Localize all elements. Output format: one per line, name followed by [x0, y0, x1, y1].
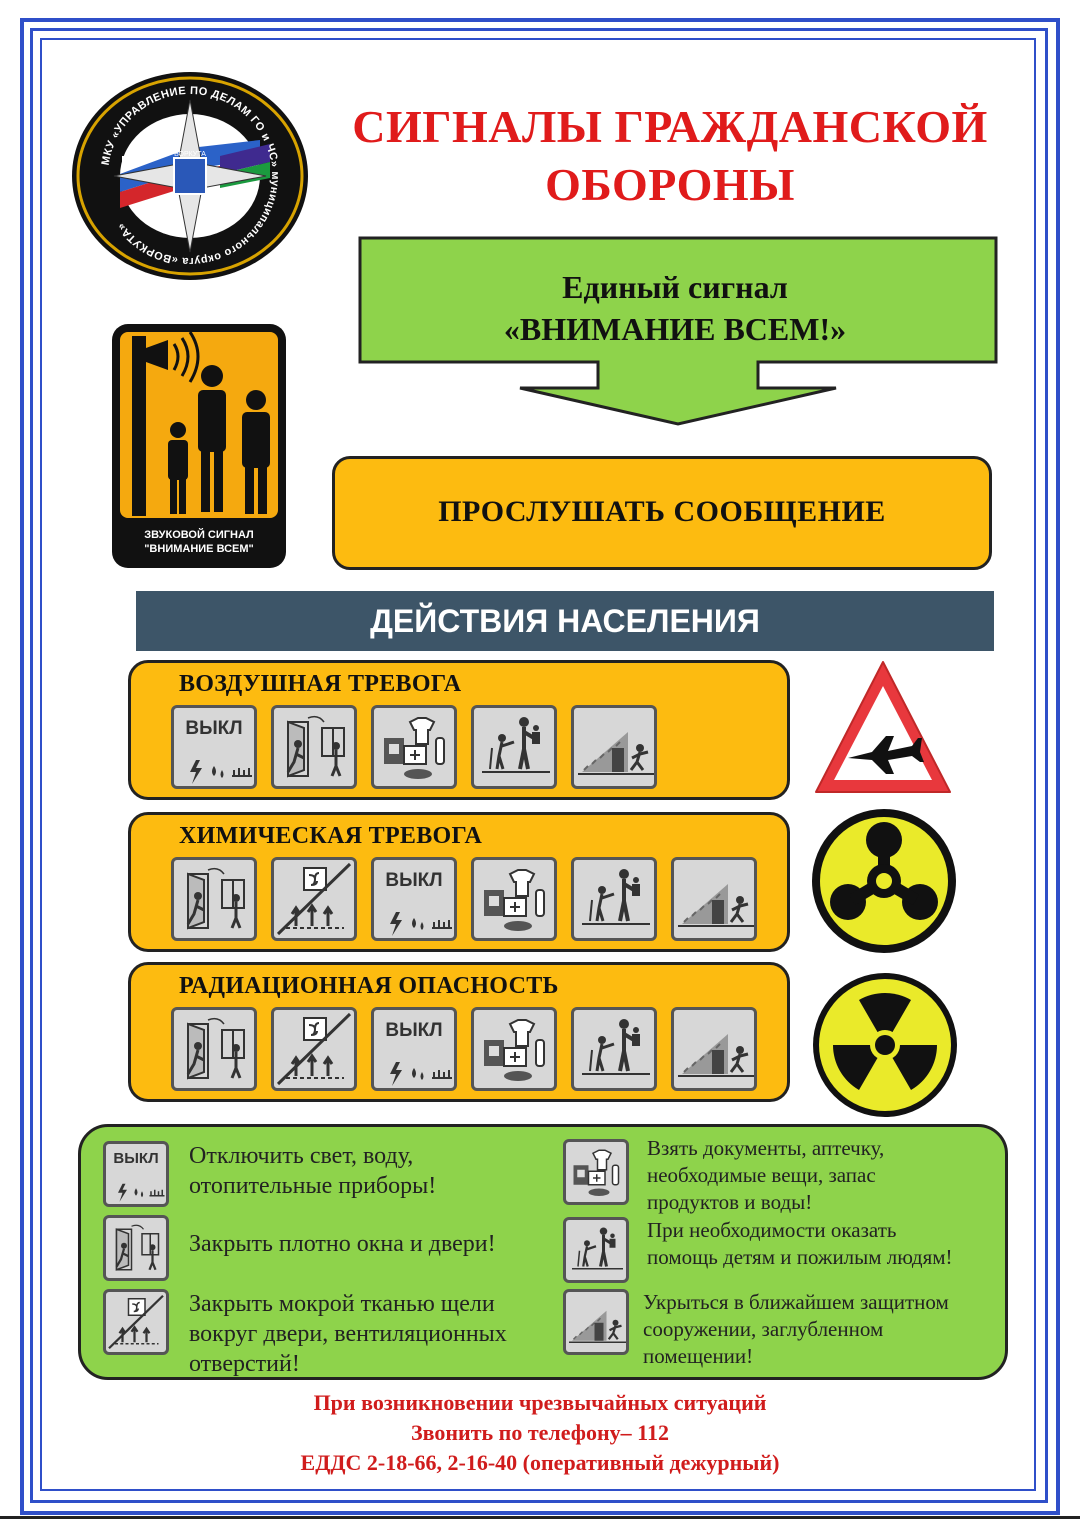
siren-people-icon	[110, 322, 288, 570]
documents-kit-icon	[471, 1007, 557, 1091]
shelter-icon	[563, 1289, 629, 1355]
legend-item-seal-vents: Закрыть мокрой тканью щели вокруг двери,…	[103, 1289, 507, 1379]
footer-line-1: При возникновении чрезвычайных ситуаций	[313, 1390, 767, 1415]
off-label: ВЫКЛ	[113, 1150, 159, 1167]
alarm-icons: ВЫКЛ	[171, 705, 657, 789]
legend-item-documents: Взять документы, аптечку, необходимые ве…	[563, 1135, 884, 1216]
alarm-icons: ВЫКЛ	[171, 857, 757, 941]
airplane-warning-icon	[812, 656, 954, 798]
help-people-icon	[471, 705, 557, 789]
legend-text: Взять документы, аптечку, необходимые ве…	[647, 1135, 884, 1216]
alarm-title: ХИМИЧЕСКАЯ ТРЕВОГА	[179, 823, 483, 849]
bottom-divider	[0, 1516, 1080, 1519]
seal-vents-icon	[271, 1007, 357, 1091]
legend-item-shelter: Укрыться в ближайшем защитном сооружении…	[563, 1289, 949, 1370]
legend-text: Закрыть плотно окна и двери!	[189, 1229, 496, 1259]
close-windows-icon	[171, 857, 257, 941]
signal-arrow	[358, 236, 998, 426]
alarm-title: ВОЗДУШНАЯ ТРЕВОГА	[179, 671, 462, 697]
signal-line-1: Единый сигнал	[562, 269, 788, 305]
off-utilities-icon: ВЫКЛ	[103, 1141, 169, 1207]
emblem-logo: ВОРКУТА МКУ «УПРАВЛЕНИЕ ПО ДЕЛАМ ГО и ЧС…	[70, 70, 310, 282]
logo-inner-text: ВОРКУТА	[174, 151, 206, 158]
help-people-icon	[571, 1007, 657, 1091]
shelter-icon	[571, 705, 657, 789]
page-title: СИГНАЛЫ ГРАЖДАНСКОЙ ОБОРОНЫ	[330, 98, 1010, 214]
legend-item-off-utilities: ВЫКЛ Отключить свет, воду, отопительные …	[103, 1141, 436, 1207]
legend-line: вокруг двери, вентиляционных	[189, 1321, 507, 1347]
legend-text: При необходимости оказать помощь детям и…	[647, 1217, 953, 1271]
chemical-hazard-icon	[808, 806, 960, 956]
legend-line: Взять документы, аптечку,	[647, 1136, 885, 1160]
documents-kit-icon	[471, 857, 557, 941]
alarm-icons: ВЫКЛ	[171, 1007, 757, 1091]
help-people-icon	[563, 1217, 629, 1283]
listen-message-box: ПРОСЛУШАТЬ СООБЩЕНИЕ	[332, 456, 992, 570]
legend-item-close-windows: Закрыть плотно окна и двери!	[103, 1215, 496, 1281]
page-frame-middle	[30, 28, 1048, 1503]
documents-kit-icon	[563, 1139, 629, 1205]
off-label: ВЫКЛ	[185, 718, 243, 739]
page-frame-inner	[40, 38, 1036, 1491]
off-utilities-icon: ВЫКЛ	[371, 1007, 457, 1091]
legend-line: помещении!	[643, 1344, 754, 1368]
help-people-icon	[571, 857, 657, 941]
siren-caption-line-1: ЗВУКОВОЙ СИГНАЛ	[144, 529, 254, 541]
legend-panel: ВЫКЛ Отключить свет, воду, отопительные …	[78, 1124, 1008, 1380]
title-line-2: ОБОРОНЫ	[545, 159, 795, 210]
off-utilities-icon: ВЫКЛ	[171, 705, 257, 789]
actions-title-bar: ДЕЙСТВИЯ НАСЕЛЕНИЯ	[136, 591, 994, 651]
shelter-icon	[671, 1007, 757, 1091]
signal-text: Единый сигнал «ВНИМАНИЕ ВСЕМ!»	[360, 266, 990, 350]
legend-text: Укрыться в ближайшем защитном сооружении…	[643, 1289, 949, 1370]
seal-vents-icon	[271, 857, 357, 941]
legend-line: Закрыть плотно окна и двери!	[189, 1231, 496, 1257]
footer-edds-line: ЕДДС 2-18-66, 2-16-40 (оперативный дежур…	[300, 1450, 780, 1475]
seal-vents-icon	[103, 1289, 169, 1355]
shelter-icon	[671, 857, 757, 941]
legend-line: сооружении, заглубленном	[643, 1317, 884, 1341]
documents-kit-icon	[371, 705, 457, 789]
off-label: ВЫКЛ	[385, 1020, 443, 1041]
listen-message-text: ПРОСЛУШАТЬ СООБЩЕНИЕ	[438, 495, 886, 528]
legend-line: отверстий!	[189, 1351, 300, 1377]
legend-line: Укрыться в ближайшем защитном	[643, 1290, 949, 1314]
legend-text: Закрыть мокрой тканью щели вокруг двери,…	[189, 1289, 507, 1379]
legend-line: Отключить свет, воду,	[189, 1143, 414, 1169]
alarm-title: РАДИАЦИОННАЯ ОПАСНОСТЬ	[179, 973, 559, 999]
siren-caption: ЗВУКОВОЙ СИГНАЛ "ВНИМАНИЕ ВСЕМ"	[120, 528, 278, 556]
close-windows-icon	[271, 705, 357, 789]
radiation-hazard-icon	[810, 970, 960, 1120]
off-label: ВЫКЛ	[385, 870, 443, 891]
legend-line: необходимые вещи, запас	[647, 1163, 876, 1187]
legend-line: продуктов и воды!	[647, 1190, 813, 1214]
radiation-alarm-panel: РАДИАЦИОННАЯ ОПАСНОСТЬ ВЫКЛ	[128, 962, 790, 1102]
signal-line-2: «ВНИМАНИЕ ВСЕМ!»	[503, 311, 847, 347]
page-frame-outer	[20, 18, 1060, 1515]
legend-item-help-people: При необходимости оказать помощь детям и…	[563, 1217, 953, 1283]
legend-line: Закрыть мокрой тканью щели	[189, 1291, 495, 1317]
footer-phone-line: Звонить по телефону– 112	[411, 1420, 669, 1445]
emergency-footer: При возникновении чрезвычайных ситуаций …	[100, 1388, 980, 1478]
legend-line: отопительные приборы!	[189, 1173, 437, 1199]
close-windows-icon	[171, 1007, 257, 1091]
off-utilities-icon: ВЫКЛ	[371, 857, 457, 941]
title-line-1: СИГНАЛЫ ГРАЖДАНСКОЙ	[352, 101, 988, 152]
close-windows-icon	[103, 1215, 169, 1281]
legend-text: Отключить свет, воду, отопительные прибо…	[189, 1141, 436, 1201]
chemical-alarm-panel: ХИМИЧЕСКАЯ ТРЕВОГА ВЫКЛ	[128, 812, 790, 952]
legend-line: При необходимости оказать	[647, 1218, 897, 1242]
siren-caption-line-2: "ВНИМАНИЕ ВСЕМ"	[144, 543, 254, 555]
air-raid-alarm-panel: ВОЗДУШНАЯ ТРЕВОГА ВЫКЛ	[128, 660, 790, 800]
legend-line: помощь детям и пожилым людям!	[647, 1245, 953, 1269]
